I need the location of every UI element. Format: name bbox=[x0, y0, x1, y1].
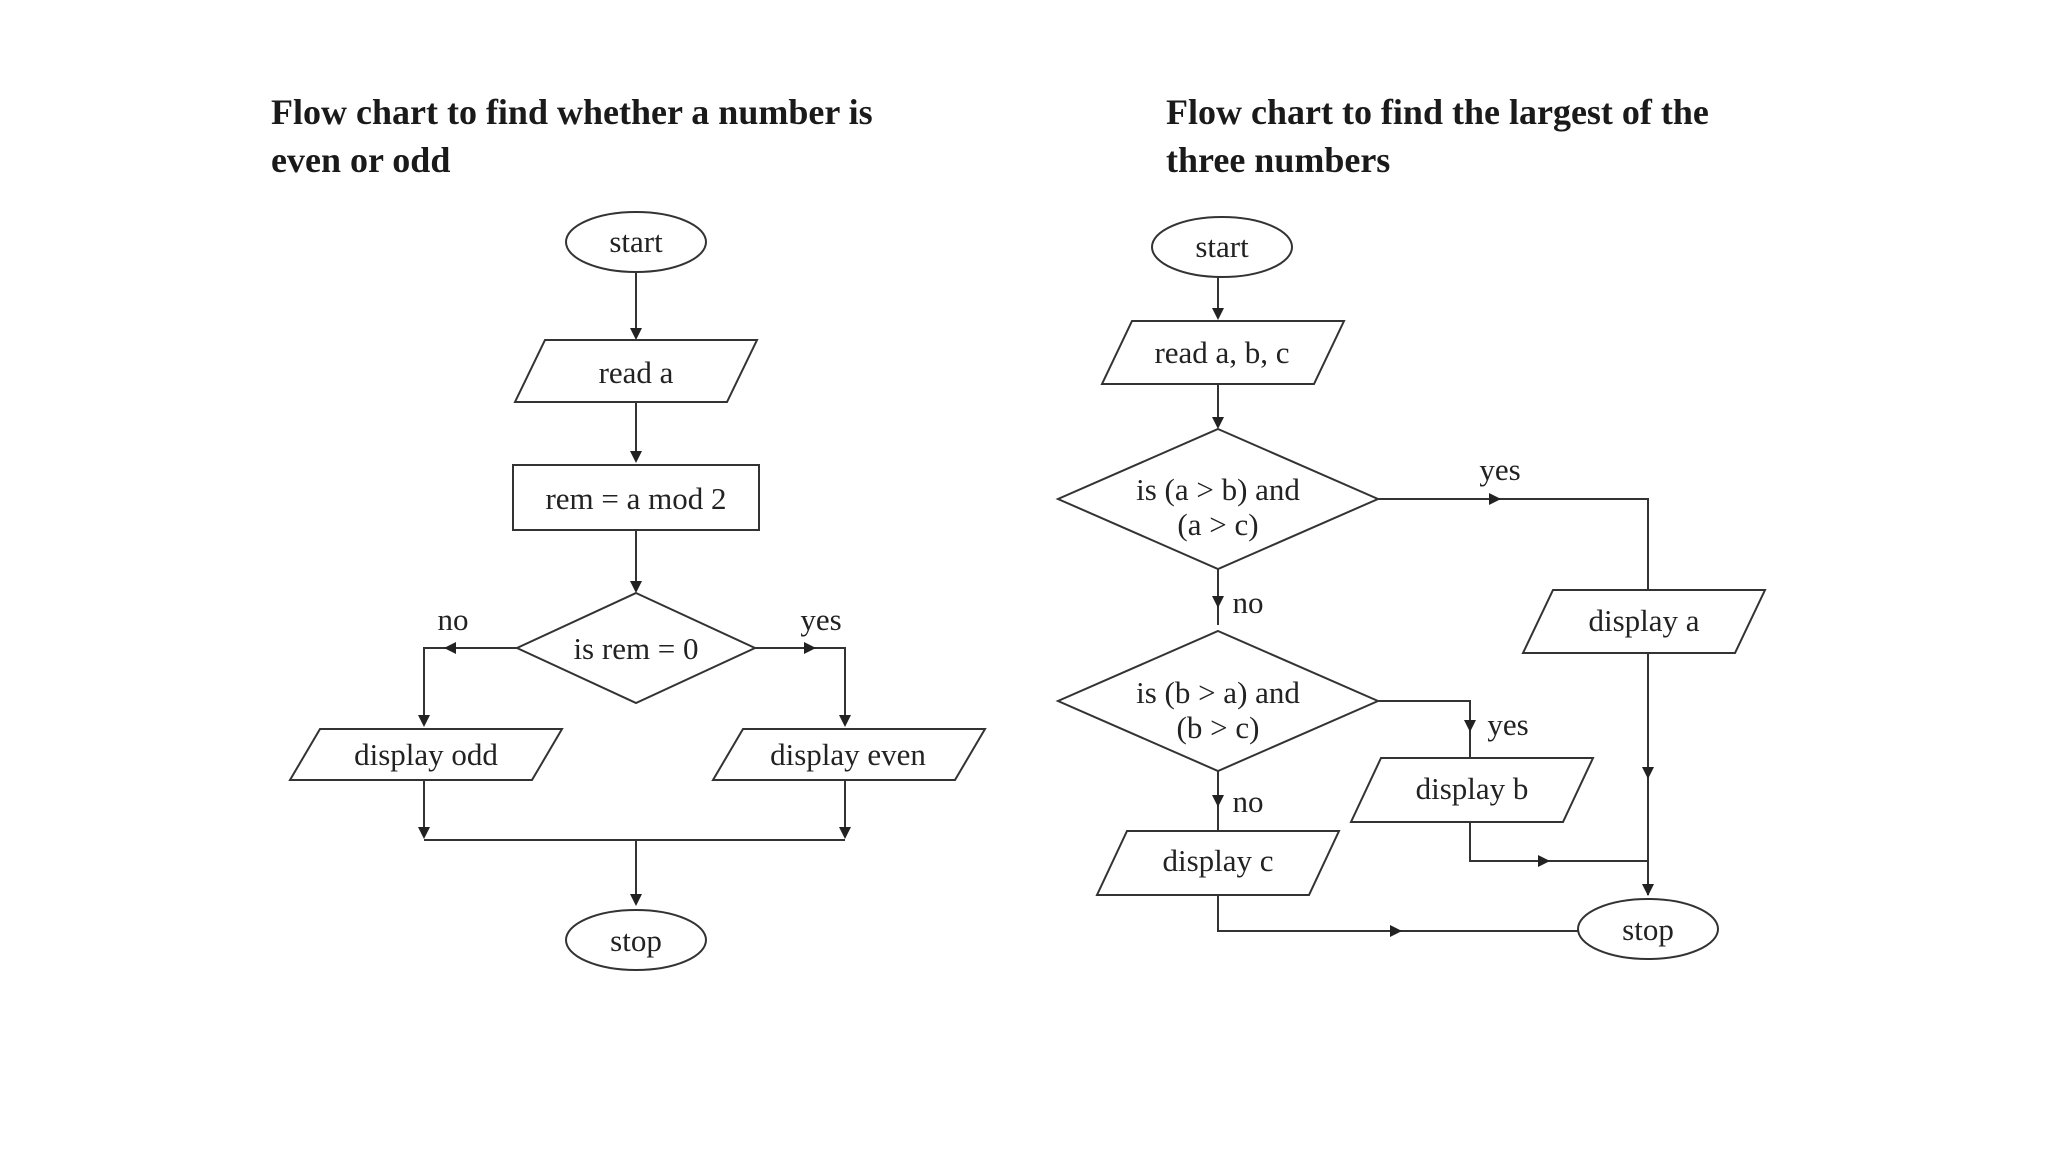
right-display-c-label: display c bbox=[1162, 843, 1273, 878]
left-flowchart: Flow chart to find whether a number is e… bbox=[271, 92, 987, 971]
left-title-line2: even or odd bbox=[271, 140, 450, 180]
edge-decision-no bbox=[423, 647, 517, 716]
right-display-b: display b bbox=[1349, 757, 1595, 823]
right-display-a: display a bbox=[1521, 589, 1767, 654]
edge-decision1-yes bbox=[1378, 498, 1649, 590]
arrowhead bbox=[1538, 855, 1550, 867]
arrowhead bbox=[1642, 767, 1654, 779]
right-display-a-label: display a bbox=[1588, 603, 1699, 638]
arrowhead bbox=[1212, 308, 1224, 320]
left-title-line1: Flow chart to find whether a number is bbox=[271, 92, 873, 132]
right-display-b-label: display b bbox=[1416, 771, 1529, 806]
right-decision1-line1: is (a > b) and bbox=[1136, 472, 1300, 507]
right-yes1-label: yes bbox=[1479, 452, 1520, 487]
edge-decision-yes bbox=[755, 647, 846, 716]
right-read-input: read a, b, c bbox=[1100, 320, 1346, 385]
right-decision2: is (b > a) and (b > c) bbox=[1055, 629, 1381, 773]
left-decision-label: is rem = 0 bbox=[573, 631, 698, 666]
left-no-label: no bbox=[438, 602, 469, 637]
arrowhead bbox=[1212, 596, 1224, 608]
arrowhead bbox=[418, 827, 430, 839]
right-read-label: read a, b, c bbox=[1154, 335, 1289, 370]
arrowhead bbox=[630, 328, 642, 340]
edge-display-c-to-stop bbox=[1217, 895, 1581, 932]
left-yes-label: yes bbox=[800, 602, 841, 637]
right-decision1: is (a > b) and (a > c) bbox=[1055, 427, 1381, 571]
right-no2-label: no bbox=[1233, 784, 1264, 819]
left-display-odd-label: display odd bbox=[354, 737, 498, 772]
left-stop-terminal: stop bbox=[565, 909, 707, 971]
left-display-even-label: display even bbox=[770, 737, 926, 772]
left-process-label: rem = a mod 2 bbox=[545, 481, 726, 516]
right-decision1-line2: (a > c) bbox=[1177, 507, 1258, 542]
left-read-input: read a bbox=[513, 339, 759, 403]
arrowhead bbox=[630, 451, 642, 463]
right-start-label: start bbox=[1195, 229, 1249, 264]
right-flowchart: Flow chart to find the largest of the th… bbox=[1055, 92, 1767, 960]
right-decision2-line2: (b > c) bbox=[1177, 710, 1260, 745]
edge-decision2-yes bbox=[1378, 700, 1471, 758]
left-read-label: read a bbox=[599, 355, 674, 390]
arrowhead bbox=[804, 642, 816, 654]
arrowhead bbox=[839, 827, 851, 839]
arrowhead bbox=[1642, 884, 1654, 896]
left-display-odd: display odd bbox=[288, 728, 564, 781]
arrowhead bbox=[1489, 493, 1501, 505]
right-title-line2: three numbers bbox=[1166, 140, 1390, 180]
right-decision2-line1: is (b > a) and bbox=[1136, 675, 1300, 710]
arrowhead bbox=[1212, 795, 1224, 807]
right-title-line1: Flow chart to find the largest of the bbox=[1166, 92, 1709, 132]
right-no1-label: no bbox=[1233, 585, 1264, 620]
arrowhead bbox=[444, 642, 456, 654]
right-yes2-label: yes bbox=[1487, 707, 1528, 742]
left-process-box: rem = a mod 2 bbox=[512, 464, 760, 531]
right-stop-label: stop bbox=[1622, 912, 1674, 947]
left-start-terminal: start bbox=[565, 211, 707, 273]
left-start-label: start bbox=[609, 224, 663, 259]
arrowhead bbox=[1390, 925, 1402, 937]
right-start-terminal: start bbox=[1151, 216, 1293, 278]
arrowhead bbox=[418, 715, 430, 727]
edge-display-b-to-stop bbox=[1469, 822, 1648, 862]
left-display-even: display even bbox=[711, 728, 987, 781]
arrowhead bbox=[630, 581, 642, 593]
left-stop-label: stop bbox=[610, 923, 662, 958]
left-decision: is rem = 0 bbox=[514, 591, 758, 705]
arrowhead bbox=[1464, 720, 1476, 732]
arrowhead bbox=[1212, 417, 1224, 429]
right-stop-terminal: stop bbox=[1577, 898, 1719, 960]
arrowhead bbox=[839, 715, 851, 727]
right-display-c: display c bbox=[1095, 830, 1341, 896]
arrowhead bbox=[630, 894, 642, 906]
